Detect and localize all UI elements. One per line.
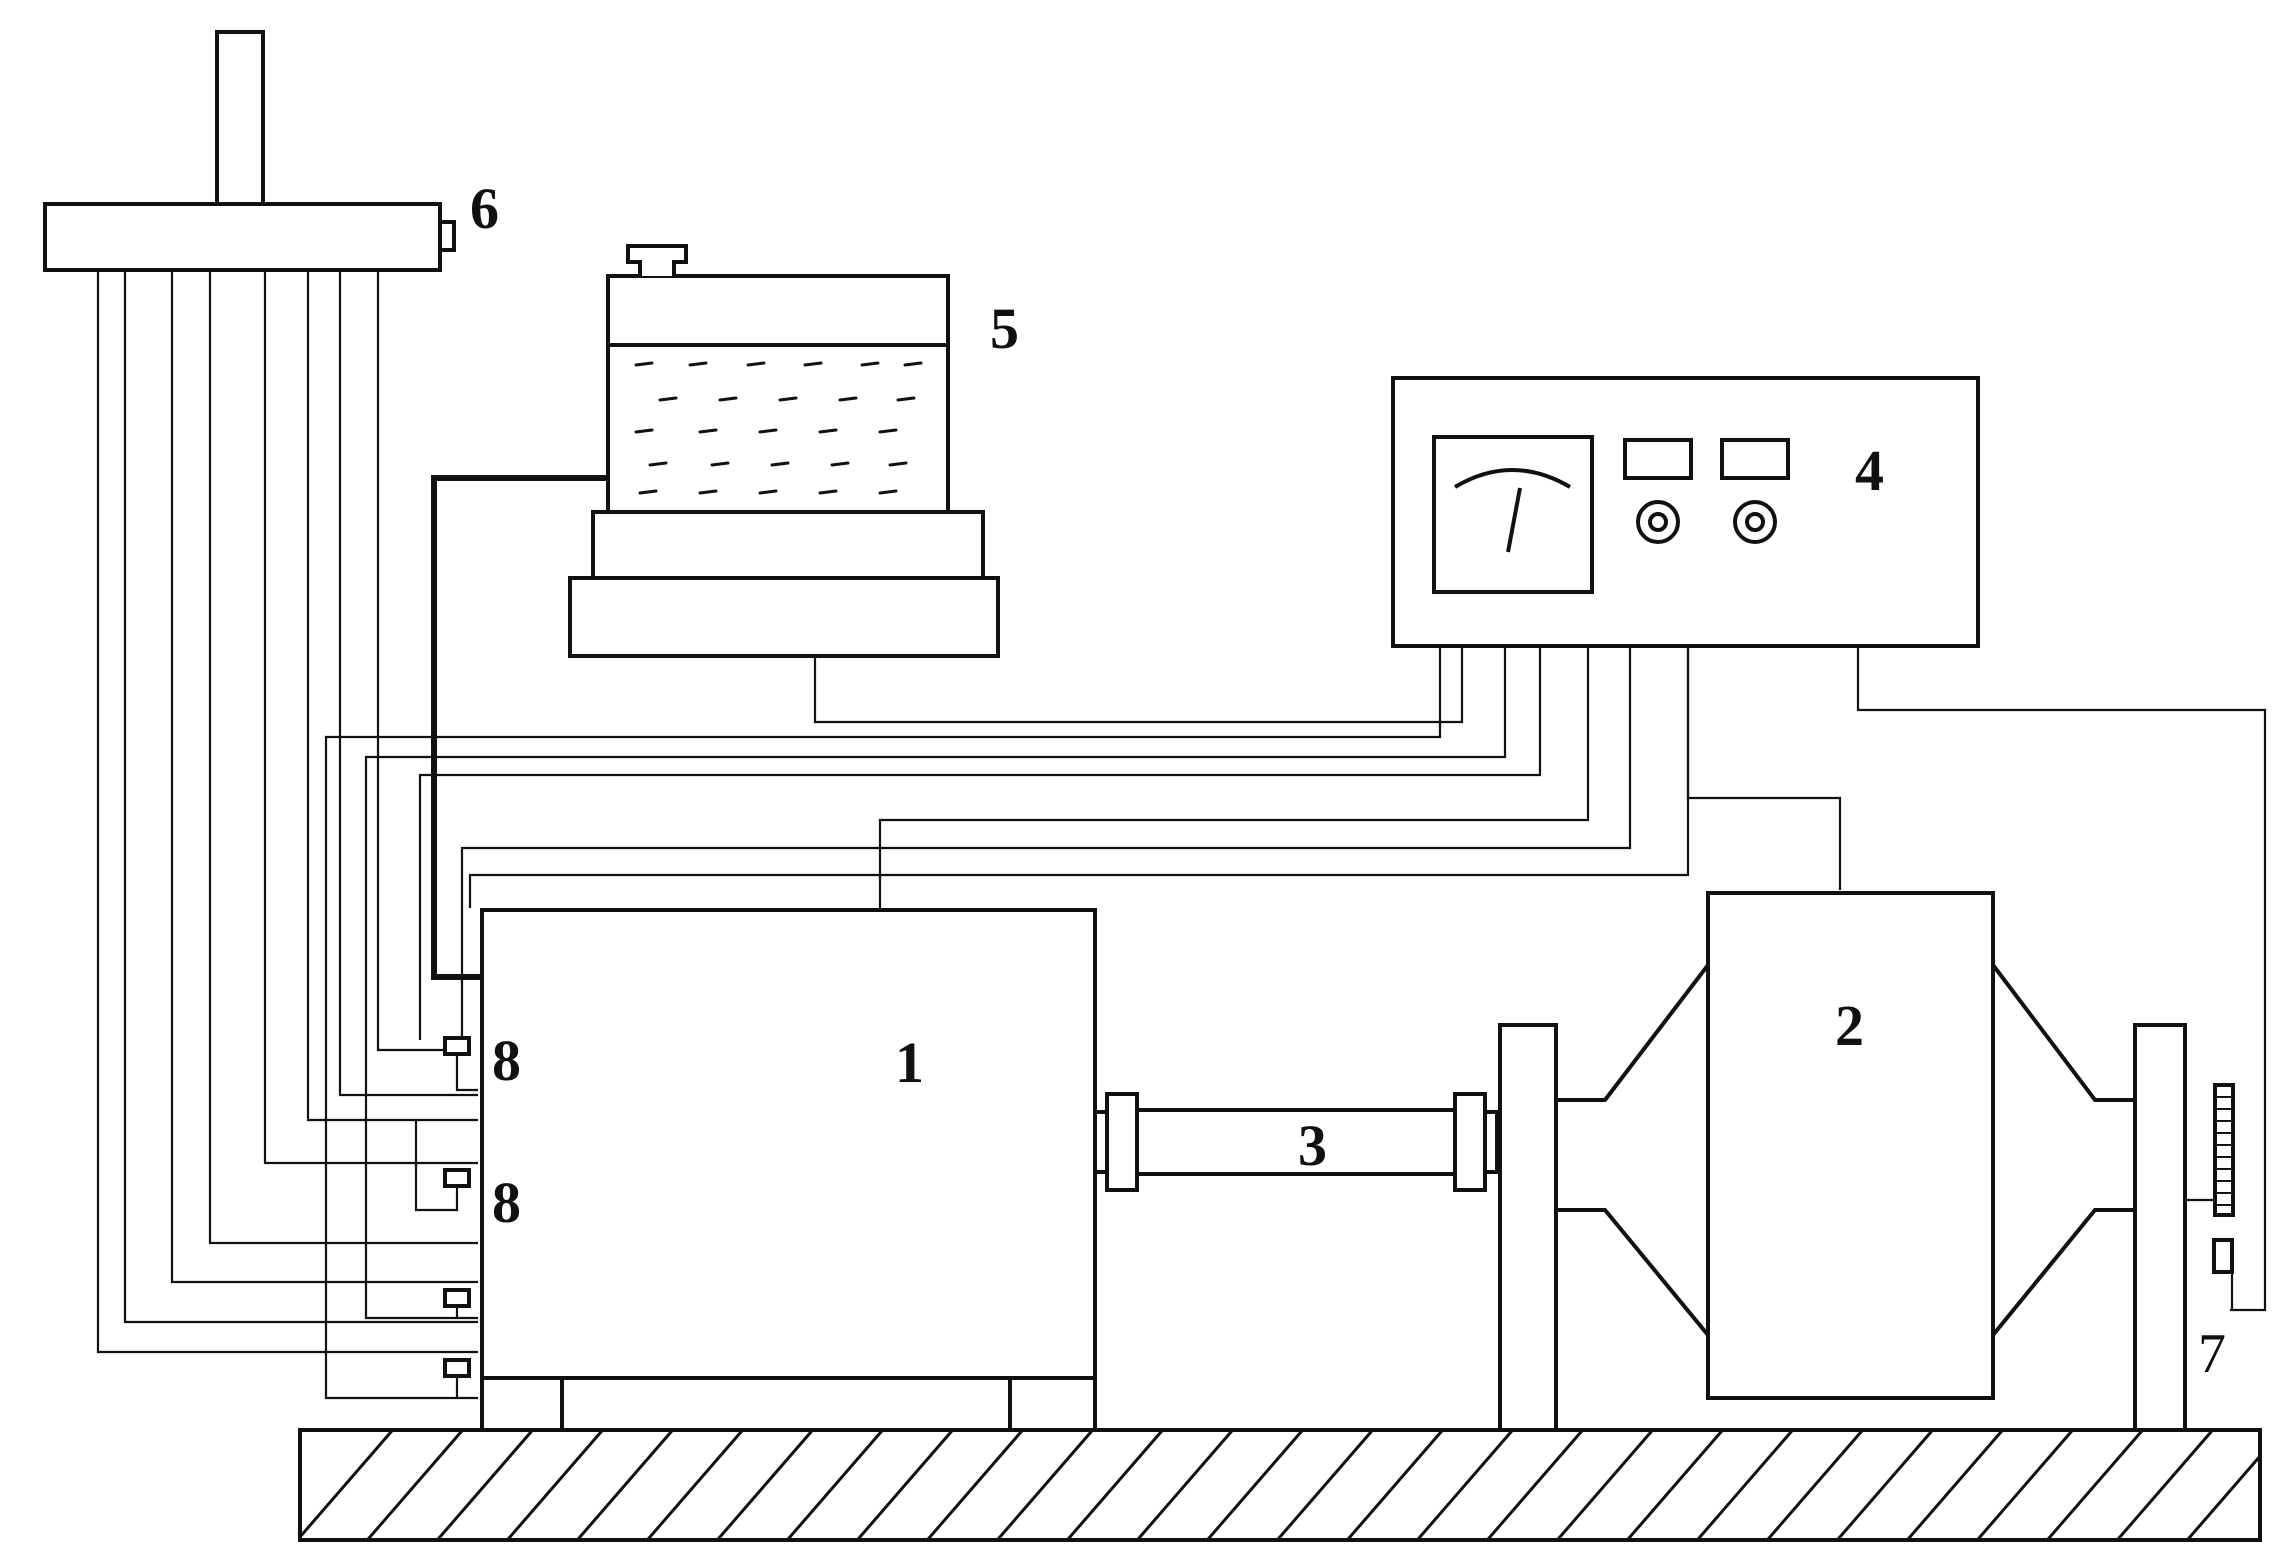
- label-dynamometer: 2: [1835, 993, 1864, 1058]
- fuel-signal-wire: [813, 646, 1464, 724]
- speed-sensor: [2185, 1083, 2235, 1310]
- engine-sensors: [414, 1036, 478, 1398]
- manifold-probe-wires: [96, 270, 478, 1354]
- engine: [480, 908, 1097, 1432]
- controller-wires: [324, 646, 2267, 1400]
- exhaust-manifold: [43, 30, 456, 272]
- drive-shaft: [1093, 1092, 1499, 1192]
- label-sensor-upper: 8: [492, 1028, 521, 1093]
- controller-console: [1391, 376, 1980, 648]
- label-fuel-system: 5: [990, 296, 1019, 361]
- dynamometer: [1498, 891, 2187, 1432]
- label-speed-sensor: 7: [2198, 1323, 2226, 1385]
- label-sensor-lower: 8: [492, 1170, 521, 1235]
- label-engine: 1: [895, 1030, 924, 1095]
- fuel-system: [568, 244, 1000, 658]
- label-controller: 4: [1855, 438, 1884, 503]
- fuel-pipe: [431, 475, 608, 980]
- ground-bedplate: [298, 1428, 2262, 1542]
- label-exhaust-manifold: 6: [470, 176, 499, 241]
- label-shaft: 3: [1298, 1113, 1327, 1178]
